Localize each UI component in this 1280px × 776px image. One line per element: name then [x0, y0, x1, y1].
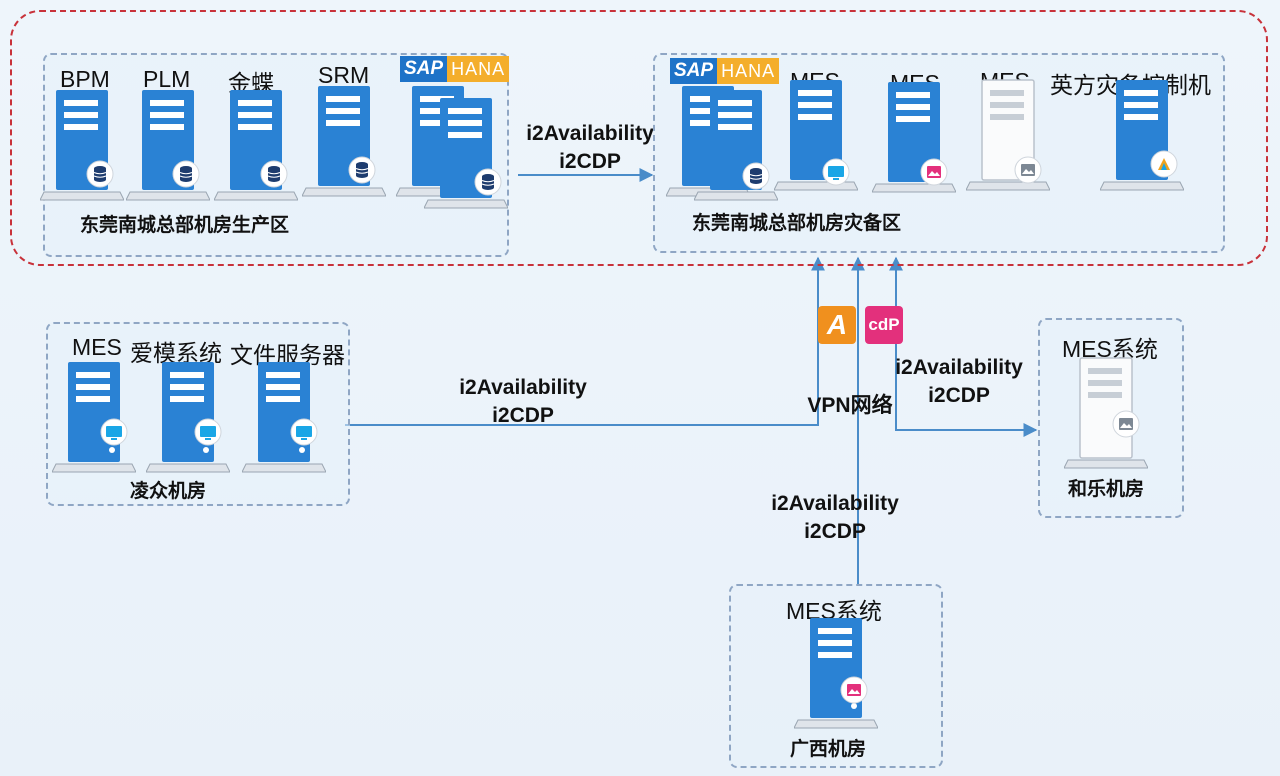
image-icon [920, 158, 948, 186]
i2availability-badge: A [818, 306, 856, 344]
sap-logo-text: SAP [400, 56, 448, 82]
system-label-bpm: BPM [60, 66, 110, 92]
link-line1: i2Availability [459, 376, 587, 399]
system-label-plm: PLM [143, 66, 191, 92]
system-label-aimo: 爱模系统 [130, 340, 222, 366]
monitor-icon [194, 418, 222, 446]
link-label-prod-to-dr: i2Availability i2CDP [512, 120, 668, 176]
link-label-hele: i2Availability i2CDP [880, 354, 1038, 410]
sap-hana-logo: SAP HANA [670, 58, 780, 84]
dr-zone-label: 东莞南城总部机房灾备区 [692, 213, 902, 234]
image-icon [840, 676, 868, 704]
headquarters-boundary [10, 10, 1268, 266]
link-label-lingzhong: i2Availability i2CDP [440, 374, 606, 430]
link-line2: i2CDP [559, 150, 621, 173]
system-label-mes: MES [72, 334, 122, 360]
image-icon [1014, 156, 1042, 184]
hele-zone-label: 和乐机房 [1068, 479, 1145, 500]
database-icon [172, 160, 200, 188]
monitor-icon [822, 158, 850, 186]
hana-logo-text: HANA [447, 56, 510, 82]
hana-logo-text: HANA [717, 58, 780, 84]
i2cdp-badge: cdP [865, 306, 903, 344]
link-line1: i2Availability [895, 356, 1023, 379]
database-icon [742, 162, 770, 190]
database-icon [86, 160, 114, 188]
database-icon [260, 160, 288, 188]
database-icon [348, 156, 376, 184]
link-line1: i2Availability [771, 492, 899, 515]
production-zone-label: 东莞南城总部机房生产区 [80, 215, 290, 236]
lingzhong-zone-label: 凌众机房 [130, 481, 207, 502]
link-line1: i2Availability [526, 122, 654, 145]
system-label-srm: SRM [318, 62, 370, 88]
sap-hana-logo: SAP HANA [400, 56, 510, 82]
link-label-guangxi: i2Availability i2CDP [754, 490, 916, 546]
guangxi-zone-label: 广西机房 [790, 739, 867, 760]
database-icon [474, 168, 502, 196]
link-line2: i2CDP [492, 404, 554, 427]
vpn-network-label: VPN网络 [807, 394, 893, 417]
monitor-icon [290, 418, 318, 446]
i2-control-icon [1150, 150, 1178, 178]
image-icon [1112, 410, 1140, 438]
link-line2: i2CDP [804, 520, 866, 543]
link-line2: i2CDP [928, 384, 990, 407]
monitor-icon [100, 418, 128, 446]
server-guangxi-mes [794, 616, 878, 732]
sap-logo-text: SAP [670, 58, 718, 84]
